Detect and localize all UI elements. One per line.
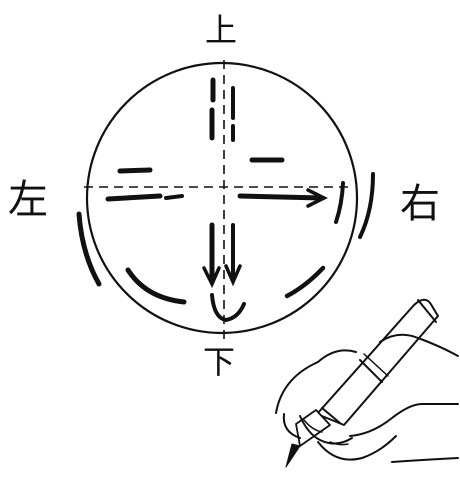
left-horizontal-strokes xyxy=(108,170,182,199)
hand-with-pen-illustration xyxy=(276,300,458,467)
left-outer-arcs xyxy=(79,214,184,302)
right-horizontal-strokes xyxy=(240,160,324,206)
label-down: 下 xyxy=(203,346,235,378)
label-up: 上 xyxy=(205,14,237,46)
label-left: 左 xyxy=(8,180,48,220)
label-right: 右 xyxy=(400,184,440,224)
upper-vertical-strokes xyxy=(212,80,233,140)
